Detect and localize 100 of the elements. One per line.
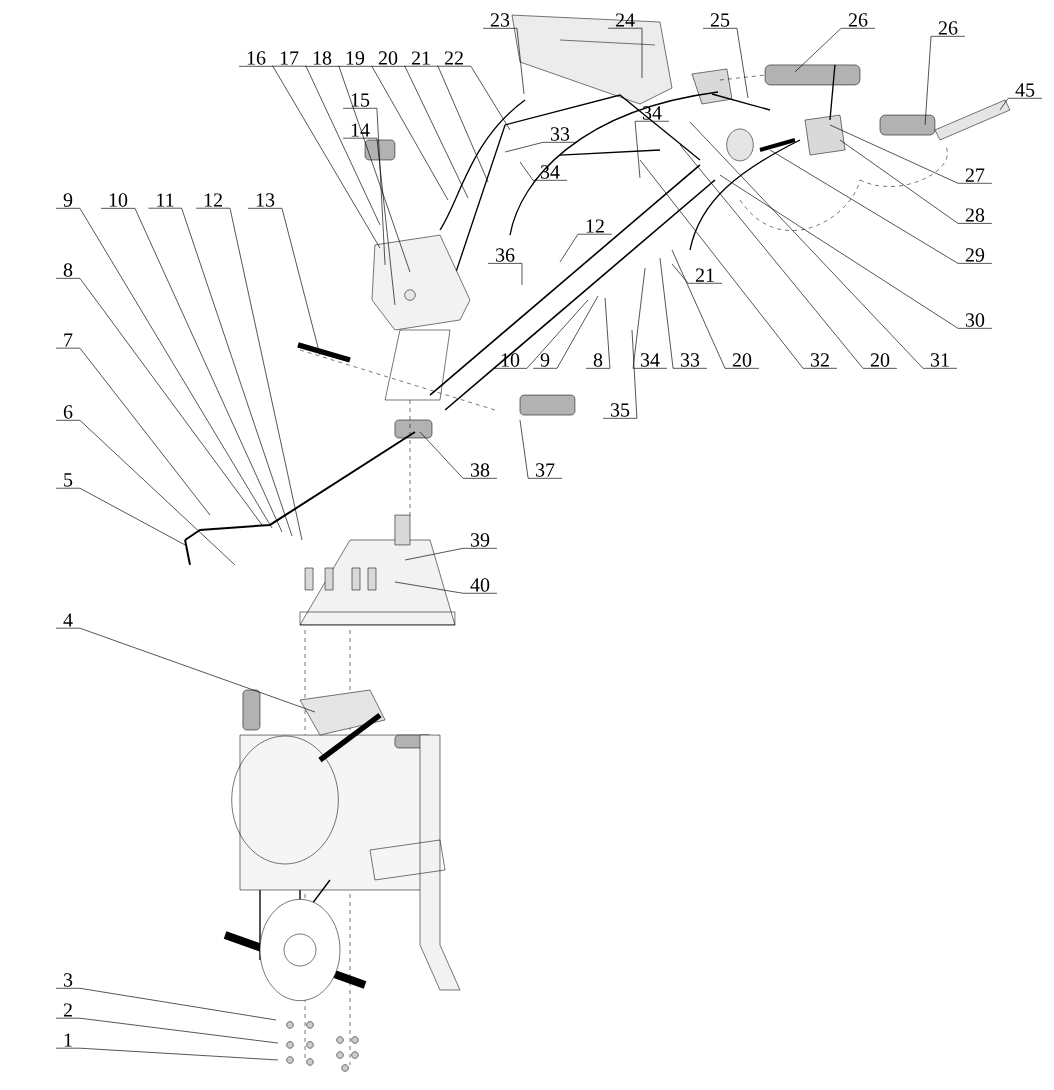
leader-line: [634, 120, 670, 179]
leader-line: [238, 66, 381, 249]
callout-number: 8: [63, 263, 73, 277]
leader-line: [671, 249, 760, 369]
callout-number: 20: [378, 51, 398, 65]
callout-number: 45: [1015, 83, 1035, 97]
leader-line: [55, 208, 273, 529]
leader-line: [999, 97, 1043, 111]
leader-line: [602, 329, 638, 419]
leader-line: [719, 174, 993, 329]
callout-number: 20: [870, 353, 890, 367]
leader-line: [702, 28, 749, 99]
leader-line: [482, 28, 525, 95]
leader-line: [519, 419, 563, 479]
callout-number: 36: [496, 248, 515, 262]
leader-line: [271, 65, 381, 226]
callout-number: 27: [965, 168, 985, 182]
leader-line: [689, 121, 958, 369]
leader-line: [519, 161, 568, 181]
callout-number: 34: [540, 165, 560, 179]
callout-number: 34: [640, 353, 660, 367]
leader-line: [436, 65, 511, 131]
callout-number: 26: [848, 13, 868, 27]
leader-line: [671, 263, 723, 284]
leader-line: [55, 487, 186, 546]
leader-line: [195, 207, 303, 541]
leader-line: [829, 124, 993, 184]
callout-number: 31: [930, 353, 949, 367]
callout-number: 23: [490, 13, 510, 27]
callout-number: 22: [444, 51, 463, 65]
callout-number: 12: [586, 219, 604, 233]
leader-line: [370, 66, 469, 199]
callout-number: 19: [346, 51, 365, 65]
leader-line: [55, 987, 277, 1021]
leader-line: [55, 419, 236, 566]
leader-line: [839, 139, 993, 224]
callout-number: 2: [63, 1003, 72, 1017]
leader-line: [55, 627, 316, 713]
callout-number: 28: [965, 208, 985, 222]
callout-number: 4: [63, 613, 73, 627]
leader-line: [585, 297, 611, 369]
callout-number: 6: [63, 405, 73, 419]
callout-number: 11: [157, 193, 174, 207]
leader-line: [342, 107, 386, 266]
leader-line: [769, 149, 993, 264]
leader-line: [304, 66, 411, 273]
leader-line: [55, 278, 263, 526]
callout-number: 26: [938, 21, 958, 35]
callout-number: 33: [550, 127, 570, 141]
callout-number: 15: [351, 93, 370, 107]
callout-number: 20: [732, 353, 752, 367]
leader-line: [55, 347, 211, 516]
callout-number: 33: [680, 353, 700, 367]
callout-number: 18: [313, 51, 332, 65]
callout-number: 39: [470, 533, 490, 547]
leader-line: [419, 431, 498, 479]
leader-line: [337, 66, 449, 201]
leader-line: [607, 27, 643, 79]
leader-line: [403, 65, 489, 183]
callout-number: 24: [615, 13, 635, 27]
callout-number: 35: [610, 403, 630, 417]
callout-number: 38: [470, 463, 490, 477]
leader-line: [924, 36, 966, 126]
leader-line: [679, 144, 898, 369]
callout-number: 14: [351, 123, 370, 137]
leader-line: [532, 295, 599, 369]
leader-line: [148, 207, 293, 537]
callout-number: 37: [536, 463, 555, 477]
callout-number: 34: [642, 106, 662, 120]
leader-line: [492, 299, 589, 369]
callout-number: 29: [965, 248, 985, 262]
leader-line: [487, 263, 523, 286]
leader-line: [55, 1047, 279, 1061]
callout-number: 8: [593, 353, 603, 367]
callout-number: 16: [247, 51, 266, 65]
callout-number: 10: [501, 353, 520, 367]
callout-number: 21: [411, 51, 430, 65]
callout-number: 9: [540, 353, 550, 367]
leader-line: [632, 267, 668, 369]
leader-line: [659, 257, 708, 369]
leader-line: [559, 233, 613, 263]
callout-number: 9: [63, 193, 73, 207]
leader-line: [639, 159, 838, 369]
leader-line: [404, 548, 498, 561]
leader-line: [794, 28, 876, 73]
leader-line: [247, 208, 321, 356]
callout-number: 25: [710, 13, 730, 27]
callout-number: 3: [63, 973, 73, 987]
callout-number: 13: [256, 193, 275, 207]
callout-number: 17: [280, 51, 299, 65]
leader-line: [55, 1017, 279, 1044]
leader-line: [394, 581, 498, 594]
callout-number: 1: [64, 1033, 72, 1047]
callout-number: 32: [810, 353, 829, 367]
callout-number: 7: [64, 333, 73, 347]
callout-number: 30: [965, 313, 985, 327]
callout-number: 40: [470, 578, 490, 592]
leader-line: [504, 142, 578, 153]
callout-number: 21: [695, 268, 714, 282]
leader-line: [342, 137, 396, 306]
